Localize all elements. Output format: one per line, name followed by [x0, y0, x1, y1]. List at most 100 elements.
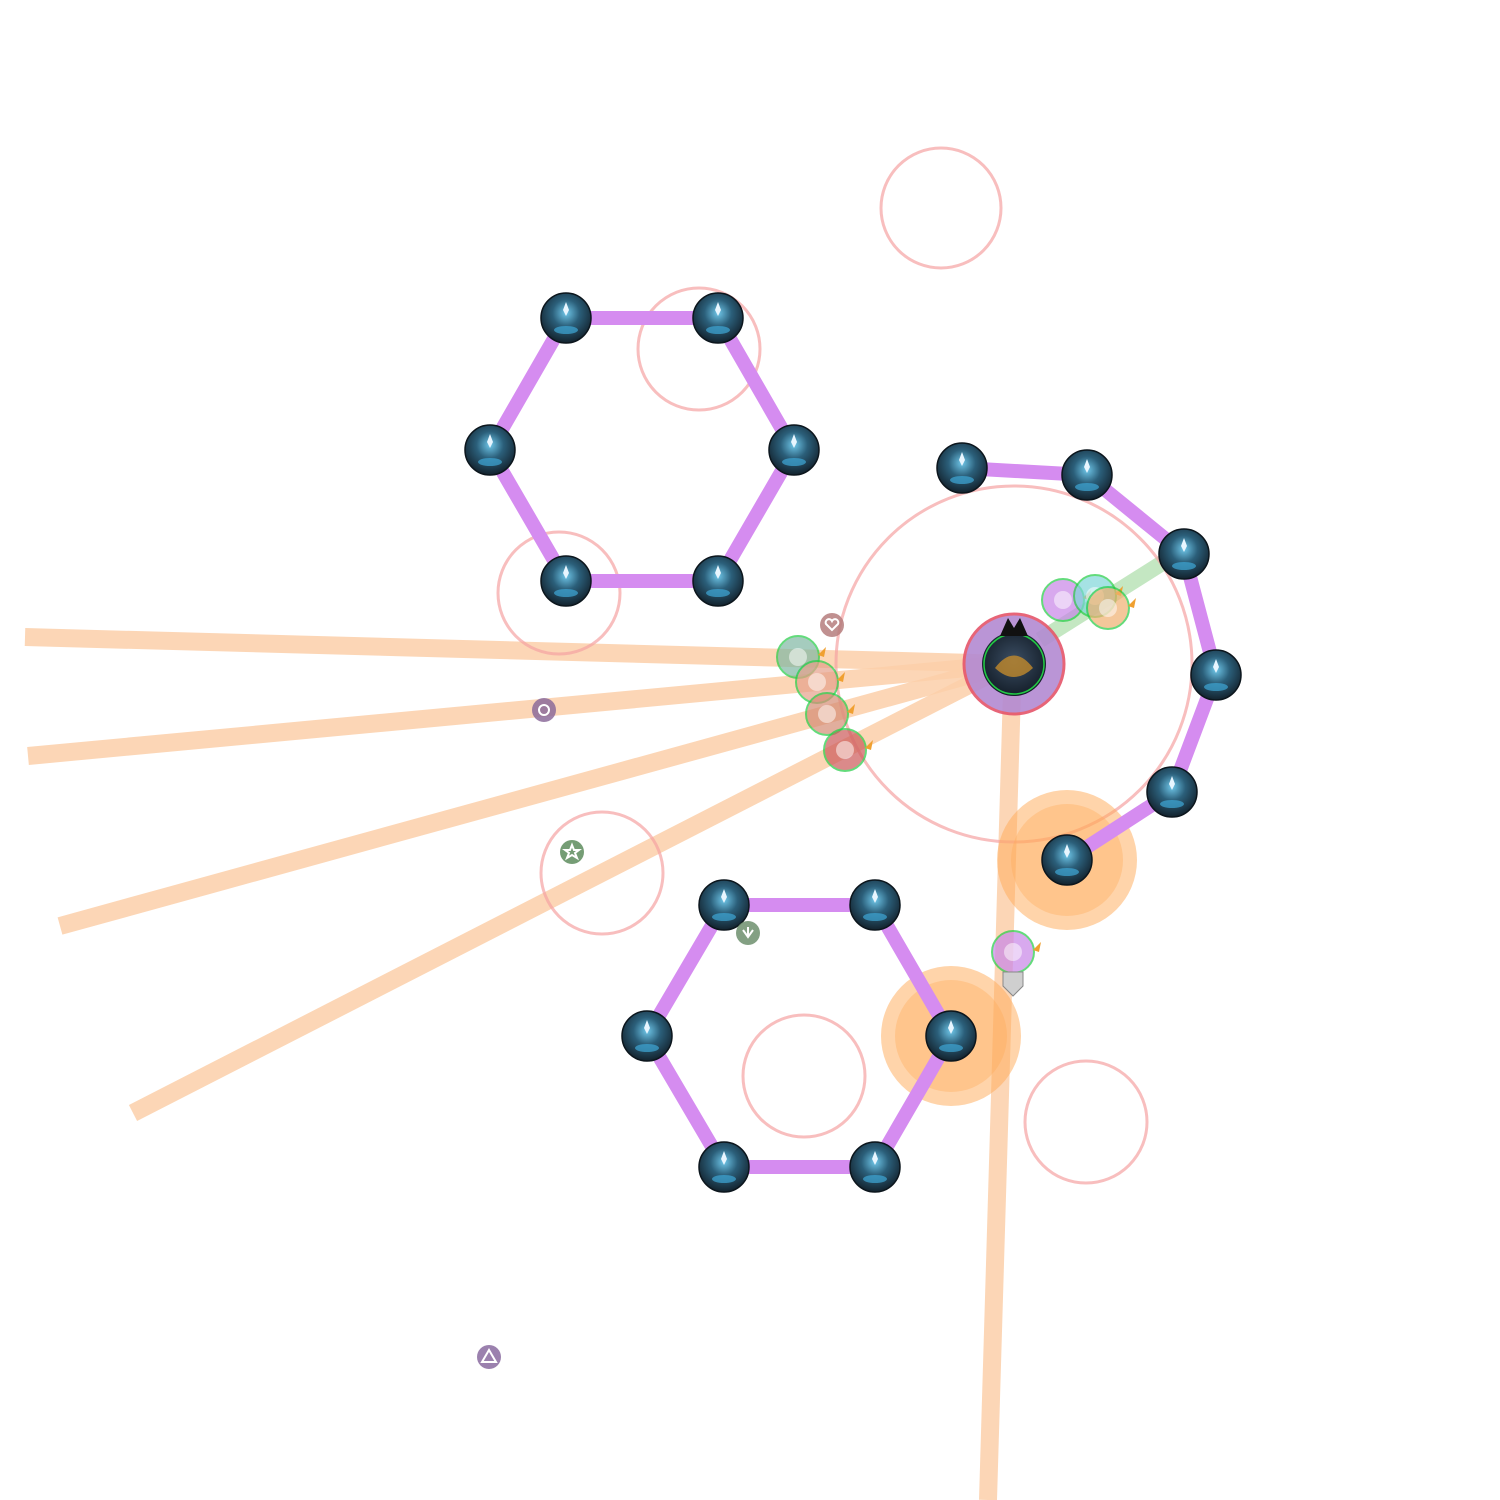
orb-spire-icon	[563, 302, 569, 316]
facing-arrow-icon	[837, 672, 845, 682]
crystal-orb[interactable]	[1061, 449, 1113, 501]
crystal-orb[interactable]	[540, 555, 592, 607]
crystal-orb[interactable]	[464, 424, 516, 476]
aoe-beam	[24, 628, 1011, 673]
astrologian-icon[interactable]	[991, 930, 1041, 974]
party-layer	[776, 574, 1136, 997]
orb-body	[540, 292, 592, 344]
waymark-triangle	[477, 1345, 501, 1369]
crystal-orb[interactable]	[1158, 528, 1210, 580]
orb-body	[768, 424, 820, 476]
orb-spire-icon	[1169, 776, 1175, 790]
crystal-orb[interactable]	[692, 555, 744, 607]
orb-spire-icon	[563, 565, 569, 579]
crystal-orb[interactable]	[540, 292, 592, 344]
crystal-orb[interactable]	[621, 1010, 673, 1062]
orb-body	[540, 555, 592, 607]
boss-head-icon	[1000, 618, 1028, 636]
job-emblem	[789, 648, 807, 666]
orb-spire-icon	[721, 889, 727, 903]
crystal-orb[interactable]	[692, 292, 744, 344]
orb-glow	[863, 913, 887, 921]
aoe-beam	[979, 689, 1021, 1500]
crystal-orb[interactable]	[698, 879, 750, 931]
crystal-orb[interactable]	[849, 879, 901, 931]
orb-body	[692, 292, 744, 344]
orb-glow	[554, 589, 578, 597]
orb-body	[1041, 834, 1093, 886]
orb-body	[698, 1141, 750, 1193]
waymark-base	[820, 613, 844, 637]
shield-marker-icon	[1002, 971, 1024, 997]
aoe-ring	[539, 810, 665, 936]
crystal-orb[interactable]	[936, 442, 988, 494]
job-emblem	[1054, 591, 1072, 609]
dragoon-icon[interactable]	[823, 728, 873, 772]
orb-glow	[863, 1175, 887, 1183]
heart-icon	[824, 618, 840, 632]
orb-body	[692, 555, 744, 607]
orb-glow	[1075, 483, 1099, 491]
down-icon	[742, 927, 754, 939]
crystal-orb[interactable]	[1146, 766, 1198, 818]
orb-body	[1190, 649, 1242, 701]
job-emblem	[1004, 943, 1022, 961]
orb-body	[849, 1141, 901, 1193]
orb-body	[849, 879, 901, 931]
waymark-star	[560, 840, 584, 864]
orb-glow	[706, 589, 730, 597]
orb-glow	[1204, 683, 1228, 691]
monk-icon[interactable]	[805, 692, 855, 736]
orb-spire-icon	[715, 565, 721, 579]
orb-spire-icon	[721, 1151, 727, 1165]
crystal-orb[interactable]	[1041, 834, 1093, 886]
waymark-layer	[477, 613, 844, 1369]
orb-spire-icon	[948, 1020, 954, 1034]
orb-body	[925, 1010, 977, 1062]
orb-glow	[554, 326, 578, 334]
orb-glow	[950, 476, 974, 484]
white-mage-icon[interactable]	[1086, 586, 1136, 630]
aoe-ring	[879, 146, 1003, 270]
orb-glow	[712, 1175, 736, 1183]
orb-spire-icon	[1181, 538, 1187, 552]
orb-spire-icon	[1064, 844, 1070, 858]
facing-arrow-icon	[1128, 598, 1136, 608]
orb-body	[464, 424, 516, 476]
orb-spire-icon	[1213, 659, 1219, 673]
job-emblem	[818, 705, 836, 723]
orb-glow	[1172, 562, 1196, 570]
aoe-ring	[636, 286, 762, 412]
orb-body	[936, 442, 988, 494]
orb-glow	[1160, 800, 1184, 808]
orb-spire-icon	[487, 434, 493, 448]
orb-glow	[635, 1044, 659, 1052]
orb-glow	[939, 1044, 963, 1052]
orb-glow	[782, 458, 806, 466]
waymark-down	[736, 921, 760, 945]
orb-spire-icon	[715, 302, 721, 316]
tether-hexagon-a	[483, 311, 801, 588]
facing-arrow-icon	[865, 740, 873, 750]
facing-arrow-icon	[847, 704, 855, 714]
aoe-ring	[741, 1013, 867, 1139]
crystal-orb[interactable]	[925, 1010, 977, 1062]
boss-dragon[interactable]	[962, 612, 1066, 716]
aoe-beam	[27, 655, 1011, 765]
orb-layer	[464, 292, 1242, 1193]
crystal-orb[interactable]	[849, 1141, 901, 1193]
crystal-orb[interactable]	[698, 1141, 750, 1193]
orb-glow	[478, 458, 502, 466]
orb-glow	[706, 326, 730, 334]
crystal-orb[interactable]	[768, 424, 820, 476]
waymark-circle	[532, 698, 556, 722]
orb-glow	[712, 913, 736, 921]
crystal-orb[interactable]	[1190, 649, 1242, 701]
orb-spire-icon	[872, 889, 878, 903]
facing-arrow-icon	[818, 647, 826, 657]
orb-body	[698, 879, 750, 931]
facing-arrow-icon	[1033, 942, 1041, 952]
aoe-ring	[496, 530, 622, 656]
waymark-base	[532, 698, 556, 722]
